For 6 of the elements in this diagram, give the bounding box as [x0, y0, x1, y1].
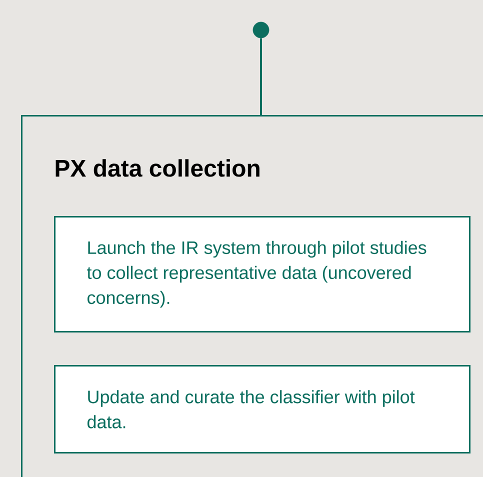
step-box: Update and curate the classifier with pilot data. — [54, 365, 470, 454]
connector-line — [260, 38, 262, 115]
step-box: Launch the IR system through pilot studies to collect representative data (uncovered concerns). — [54, 216, 470, 332]
panel — [21, 115, 483, 477]
dot — [252, 22, 270, 38]
panel-title: PX data collection — [56, 159, 260, 177]
